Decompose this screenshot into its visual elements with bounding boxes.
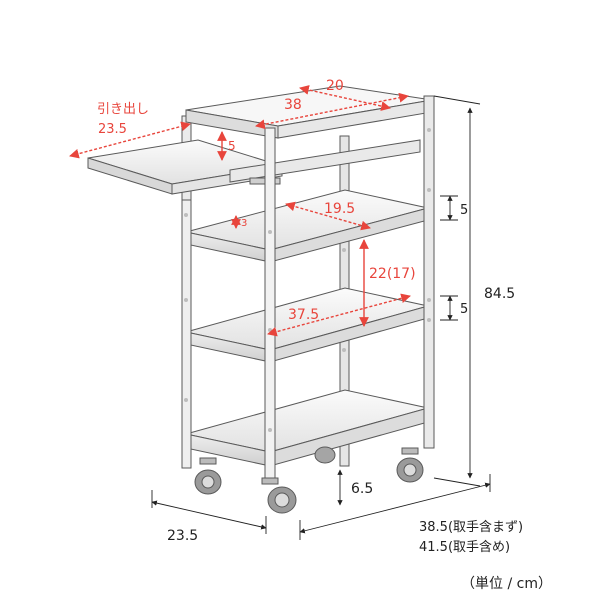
top-depth-label: 20 — [326, 78, 344, 94]
shelf-width-arrow — [267, 293, 411, 337]
pitch-upper-label: 5 — [460, 203, 468, 218]
cart-illustration — [87, 85, 435, 514]
caster-height-label: 6.5 — [351, 481, 373, 497]
drawer-label-value: 23.5 — [98, 122, 127, 137]
overall-depth-arrow — [151, 500, 267, 530]
black-labels: 5 5 84.5 6.5 23.5 38.5(取手含まず) 41.5(取手含め)… — [167, 203, 552, 592]
drawer-body — [229, 139, 421, 183]
drawer-height-label: 5 — [228, 139, 236, 153]
caster-front-right — [396, 447, 424, 483]
drawer-label-title: 引き出し — [97, 102, 149, 117]
width-without-handle-label: 38.5(取手含まず) — [419, 519, 523, 535]
caster-front-left — [261, 477, 297, 514]
front-right-post — [423, 95, 435, 449]
total-height-label: 84.5 — [484, 286, 515, 302]
overall-depth-label: 23.5 — [167, 528, 198, 544]
front-left-post — [264, 127, 276, 479]
top-width-arrow — [255, 92, 409, 130]
width-with-handle-label: 41.5(取手含め) — [419, 539, 510, 555]
overall-width-arrow — [299, 482, 491, 534]
top-width-label: 38 — [284, 97, 302, 113]
red-dimension-lines — [69, 85, 411, 337]
shelf-depth-label: 19.5 — [324, 201, 355, 217]
unit-label: （単位 / cm） — [461, 576, 552, 592]
red-labels: 引き出し 23.5 5 20 38 19.5 3 22(17) 37.5 — [97, 78, 416, 323]
drawer-width-arrow — [69, 121, 191, 159]
shelf-lip-label: 3 — [241, 218, 247, 229]
left-side-post — [181, 199, 192, 469]
shelf-gap-label: 22(17) — [369, 266, 416, 282]
pitch-lower-label: 5 — [460, 302, 468, 317]
caster-back-right — [314, 446, 336, 464]
black-dimension-lines — [151, 95, 491, 540]
shelf-width-label: 37.5 — [288, 307, 319, 323]
caster-back-left — [194, 457, 222, 495]
shelf-depth-arrow — [285, 201, 371, 231]
